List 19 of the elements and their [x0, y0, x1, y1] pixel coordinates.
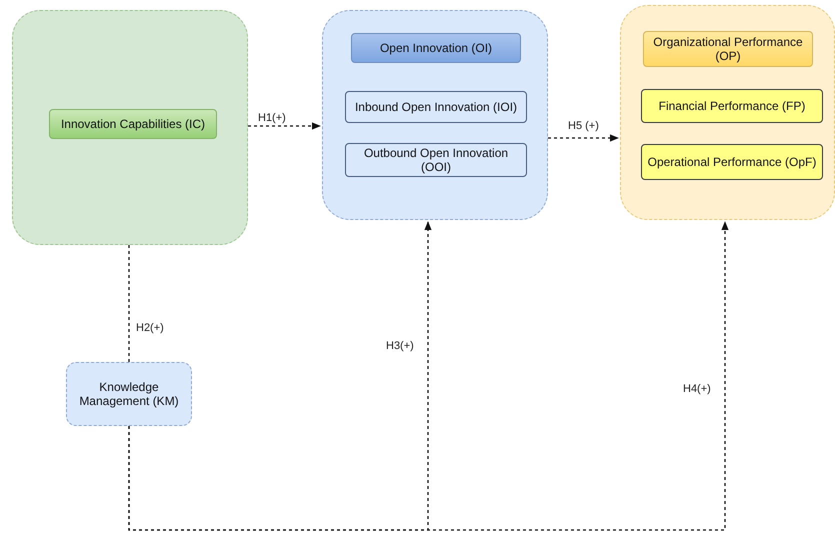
edge-label: H1(+): [258, 112, 286, 124]
group-panel: [620, 5, 835, 220]
process-box: Operational Performance (OpF): [641, 144, 823, 180]
edge-label: H4(+): [683, 383, 711, 395]
process-box: Knowledge Management (KM): [66, 362, 192, 426]
edge-label: H2(+): [136, 322, 164, 334]
process-box: Inbound Open Innovation (IOI): [345, 91, 527, 123]
group-panel: [322, 10, 548, 220]
arrow: [548, 134, 619, 142]
group-panel: [12, 10, 248, 245]
arrow: [128, 221, 729, 531]
process-box: Outbound Open Innovation (OOI): [345, 143, 527, 177]
edge-label: H3(+): [386, 340, 414, 352]
process-box: Financial Performance (FP): [641, 89, 823, 123]
arrow: [248, 122, 321, 130]
process-box: Open Innovation (OI): [351, 33, 521, 63]
edge-label: H5 (+): [568, 120, 599, 132]
process-box: Organizational Performance (OP): [643, 31, 813, 67]
process-box: Innovation Capabilities (IC): [49, 109, 217, 139]
